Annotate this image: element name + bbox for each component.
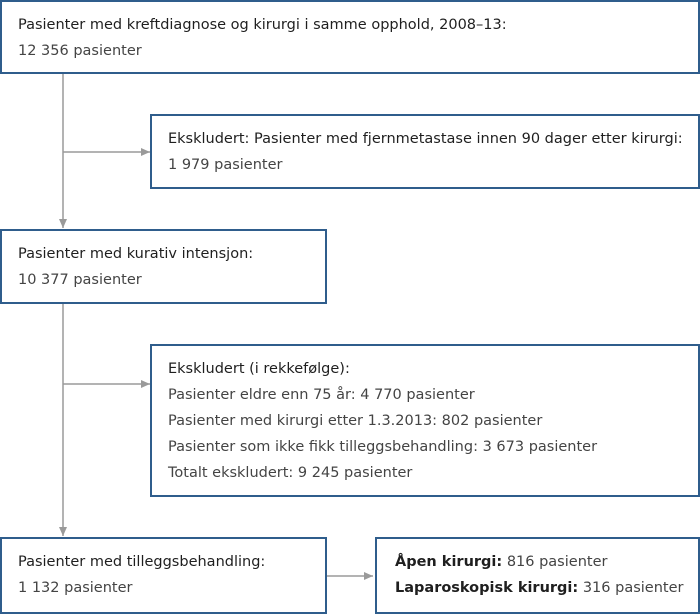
excluded-line-age: Pasienter eldre enn 75 år: 4 770 pasient… (168, 387, 475, 403)
box-curative: Pasienter med kurativ intensjon: 10 377 … (0, 229, 327, 304)
box-adjuvant: Pasienter med tilleggsbehandling: 1 132 … (0, 537, 327, 614)
box-surgery-type: Åpen kirurgi: 816 pasienter Laparoskopis… (375, 537, 700, 614)
box-adjuvant-count: 1 132 pasienter (18, 580, 133, 596)
surgery-open-label: Åpen kirurgi: (395, 554, 503, 570)
box-excluded-sequence: Ekskludert (i rekkefølge): Pasienter eld… (150, 344, 700, 497)
excluded-line-date: Pasienter med kirurgi etter 1.3.2013: 80… (168, 413, 543, 429)
excluded-line-total: Totalt ekskludert: 9 245 pasienter (168, 465, 413, 481)
surgery-lap-count: 316 pasienter (582, 580, 684, 596)
box-excluded-metastasis-title: Ekskludert: Pasienter med fjernmetastase… (168, 131, 683, 147)
box-adjuvant-title: Pasienter med tilleggsbehandling: (18, 554, 266, 570)
surgery-lap-label: Laparoskopisk kirurgi: (395, 580, 579, 596)
box-curative-title: Pasienter med kurativ intensjon: (18, 246, 254, 262)
box-start-count: 12 356 pasienter (18, 43, 142, 59)
box-excluded-metastasis-count: 1 979 pasienter (168, 157, 283, 173)
box-excluded-metastasis: Ekskludert: Pasienter med fjernmetastase… (150, 114, 700, 189)
box-excluded-sequence-title: Ekskludert (i rekkefølge): (168, 361, 350, 377)
box-start-title: Pasienter med kreftdiagnose og kirurgi i… (18, 17, 507, 33)
box-curative-count: 10 377 pasienter (18, 272, 142, 288)
excluded-line-no-adjuvant: Pasienter som ikke fikk tilleggsbehandli… (168, 439, 598, 455)
surgery-lap-line: Laparoskopisk kirurgi: 316 pasienter (395, 575, 684, 601)
surgery-open-count: 816 pasienter (506, 554, 608, 570)
surgery-open-line: Åpen kirurgi: 816 pasienter (395, 549, 682, 575)
box-start: Pasienter med kreftdiagnose og kirurgi i… (0, 0, 700, 74)
